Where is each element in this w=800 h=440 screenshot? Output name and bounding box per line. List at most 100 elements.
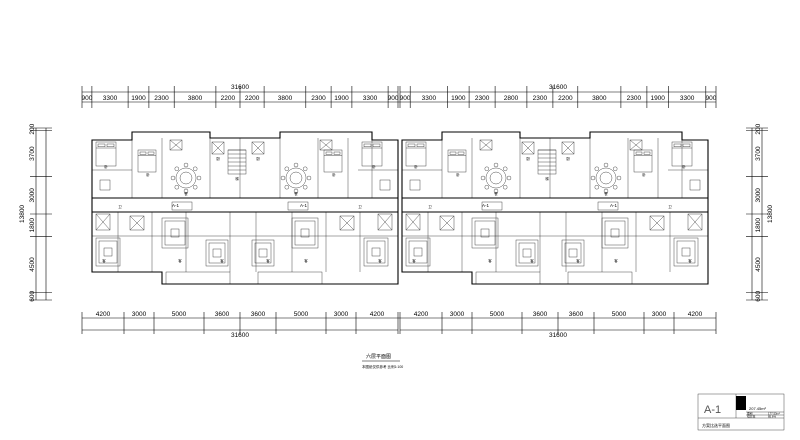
right-dim-label: 3000 <box>755 188 762 203</box>
top-dim-label: 1900 <box>650 95 665 102</box>
room-label-living: 客 <box>576 258 580 263</box>
bottom-total-left: 31600 <box>231 332 249 339</box>
room-label-living: 客 <box>266 258 270 263</box>
room-label-stair: 梯 <box>545 176 549 181</box>
bottom-dim-label: 5000 <box>612 311 627 318</box>
room-label-living: 客 <box>530 258 534 263</box>
right-total: 13800 <box>767 205 774 223</box>
top-dim-label: 900 <box>388 95 399 102</box>
bottom-dim-label: 3600 <box>569 311 584 318</box>
room-label-bath: 卫 <box>428 205 432 209</box>
room-label-dining: 餐 <box>604 191 608 196</box>
room-label-bath: 卫 <box>118 205 122 209</box>
unit-tag: A-1 <box>482 203 490 208</box>
furniture-layer <box>95 139 703 285</box>
drawing-title-group: 六层平面图 本图纸仅供参考 比例1:100 <box>362 353 403 369</box>
room-label-dining: 餐 <box>294 191 298 196</box>
bottom-dim-label: 3000 <box>652 311 667 318</box>
bottom-dim-label: 4200 <box>414 311 429 318</box>
top-total-right: 31600 <box>549 84 567 91</box>
top-dim-label: 3800 <box>188 95 203 102</box>
top-dim-label: 2300 <box>154 95 169 102</box>
title-block: A-1 207.45m² 面积 177.53m² 得房率 85.6% 方案比选平… <box>697 393 785 431</box>
left-dim-label: 200 <box>29 123 36 134</box>
room-label-bedroom: 卧 <box>104 164 108 169</box>
top-dim-label: 2200 <box>245 95 260 102</box>
top-dim-label: 3800 <box>278 95 293 102</box>
left-dim-label: 4500 <box>29 257 36 272</box>
building-outline <box>91 131 709 285</box>
room-label-bedroom: 卧 <box>332 172 336 177</box>
right-dim-label: 1800 <box>755 218 762 233</box>
top-dim-label: 2200 <box>221 95 236 102</box>
unit-tag: A-1 <box>300 203 308 208</box>
left-dim-label: 3000 <box>29 188 36 203</box>
bottom-dim-label: 3600 <box>533 311 548 318</box>
bottom-dimension-chain: 4200 3000 5000 3600 3600 5000 3000 4200 4200 300… <box>81 311 717 339</box>
room-label-kitchen: 厨 <box>526 156 530 161</box>
row-value-2: 85.6% <box>768 415 776 419</box>
top-dim-label: 1900 <box>451 95 466 102</box>
top-dim-label: 2300 <box>311 95 326 102</box>
room-label-bath: 卫 <box>358 205 362 209</box>
room-label-bedroom: 卧 <box>642 172 646 177</box>
top-dim-label: 2200 <box>558 95 573 102</box>
top-dim-label: 3300 <box>363 95 378 102</box>
right-dim-label: 4500 <box>755 257 762 272</box>
room-label-living: 客 <box>304 258 308 263</box>
left-dim-label: 600 <box>29 290 36 301</box>
room-label-bedroom: 卧 <box>372 164 376 169</box>
bottom-dim-label: 5000 <box>172 311 187 318</box>
top-dim-label: 1900 <box>131 95 146 102</box>
bottom-dim-label: 4200 <box>370 311 385 318</box>
room-label-living: 客 <box>614 258 618 263</box>
top-dim-label: 3300 <box>422 95 437 102</box>
bottom-dim-label: 3000 <box>132 311 147 318</box>
top-dim-label: 2800 <box>504 95 519 102</box>
room-label-bath: 卫 <box>668 205 672 209</box>
left-dimension-chain: 200 3700 3000 1800 4500 600 13800 <box>19 123 52 302</box>
bottom-dim-label: 3000 <box>334 311 349 318</box>
top-dim-label: 2300 <box>475 95 490 102</box>
room-label-kitchen: 厨 <box>256 156 260 161</box>
room-label-living: 客 <box>488 258 492 263</box>
top-dim-label: 2300 <box>533 95 548 102</box>
left-dim-label: 3700 <box>29 146 36 161</box>
top-dim-label: 900 <box>400 95 411 102</box>
room-label-bedroom: 卧 <box>456 172 460 177</box>
bottom-dim-label: 4200 <box>688 311 703 318</box>
room-label-living: 客 <box>412 258 416 263</box>
left-dim-label: 1800 <box>29 218 36 233</box>
room-label-kitchen: 厨 <box>566 156 570 161</box>
title-block-footer: 方案比选平面图 <box>702 422 730 428</box>
room-label-bedroom: 卧 <box>414 164 418 169</box>
unit-tag: A-1 <box>610 203 618 208</box>
unit-area: 207.45m² <box>749 406 767 411</box>
room-label-living: 客 <box>688 258 692 263</box>
top-dim-label: 3300 <box>103 95 118 102</box>
top-dim-label: 900 <box>81 95 92 102</box>
bottom-total-right: 31600 <box>549 332 567 339</box>
left-total: 13800 <box>19 205 26 223</box>
room-label-stair: 梯 <box>235 176 239 181</box>
room-label-dining: 餐 <box>494 191 498 196</box>
drawing-subtitle: 本图纸仅供参考 比例1:100 <box>362 364 403 369</box>
top-dim-label: 1900 <box>334 95 349 102</box>
drawing-title: 六层平面图 <box>366 353 391 360</box>
row-value-1: 177.53m² <box>768 412 780 416</box>
row-label-1: 面积 <box>747 412 753 416</box>
right-dim-label: 200 <box>755 123 762 134</box>
top-dim-label: 2300 <box>627 95 642 102</box>
bottom-dim-label: 3000 <box>450 311 465 318</box>
room-label-kitchen: 厨 <box>216 156 220 161</box>
unit-tag: A-1 <box>172 203 180 208</box>
top-dim-label: 900 <box>705 95 716 102</box>
top-dim-label: 3800 <box>592 95 607 102</box>
row-label-2: 得房率 <box>747 415 756 419</box>
room-label-bedroom: 卧 <box>146 172 150 177</box>
bottom-dim-label: 5000 <box>294 311 309 318</box>
